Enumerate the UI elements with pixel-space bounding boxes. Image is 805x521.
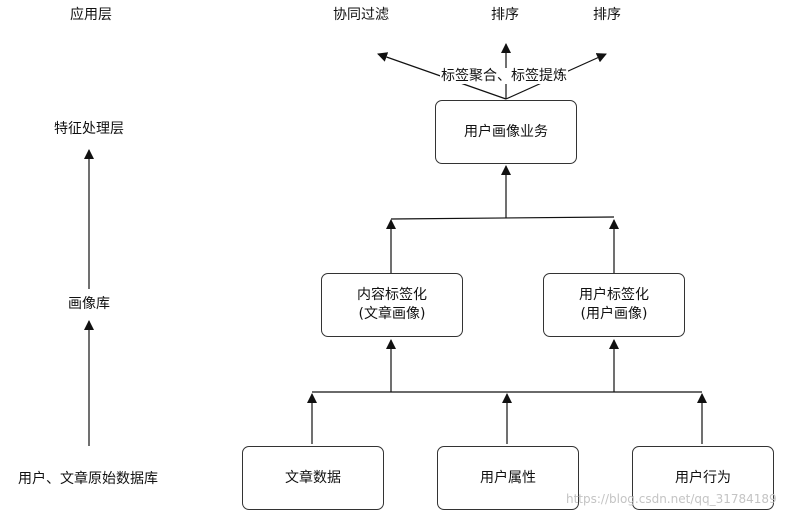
watermark: https://blog.csdn.net/qq_31784189 [566,492,777,506]
layer-label-profile-store: 画像库 [68,296,110,312]
output-ranking-2: 排序 [593,7,621,23]
bus-middle [390,216,615,220]
output-ranking-1: 排序 [491,7,519,23]
node-user-attributes-label: 用户属性 [480,469,536,486]
node-user-tagging-line1: 用户标签化 [579,287,649,303]
node-content-tagging: 内容标签化 (文章画像) [321,273,463,337]
node-user-behavior-label: 用户行为 [675,469,731,486]
node-user-behavior: 用户行为 [632,446,774,510]
node-article-data: 文章数据 [242,446,384,510]
node-user-tagging-line2: (用户画像) [580,306,648,322]
node-user-attributes: 用户属性 [437,446,579,510]
node-user-profile-service-label: 用户画像业务 [464,123,548,140]
layer-label-raw-database: 用户、文章原始数据库 [18,471,158,487]
node-user-tagging: 用户标签化 (用户画像) [543,273,685,337]
node-user-profile-service: 用户画像业务 [435,100,577,164]
output-collaborative-filtering: 协同过滤 [333,7,389,23]
node-content-tagging-line1: 内容标签化 [357,287,427,303]
node-article-data-label: 文章数据 [285,469,341,486]
node-content-tagging-line2: (文章画像) [358,306,426,322]
layer-label-feature-processing: 特征处理层 [54,121,124,137]
output-tag-aggregation: 标签聚合、标签提炼 [440,68,568,84]
layer-label-application: 应用层 [70,7,112,23]
